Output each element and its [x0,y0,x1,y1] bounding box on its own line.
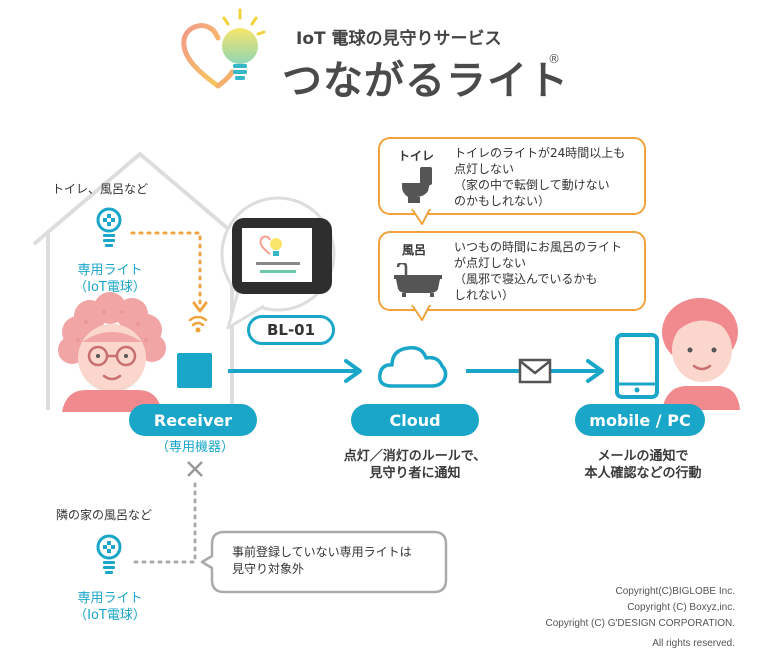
callout-tail-icon [411,208,431,225]
callout-tail-icon [411,304,431,321]
mobile-caption-2: 本人確認などの行動 [584,466,702,481]
bath-alert-line: いつもの時間にお風呂のライト [454,240,623,254]
mobile-caption-1: メールの通知で [597,449,689,464]
note-line-2: 見守り対象外 [232,562,305,576]
toilet-alert-line: のかもしれない） [454,194,551,208]
toilet-alert-label: トイレ [398,149,435,163]
house-light-label-2: （IoT電球） [74,280,146,295]
copyright-line: Copyright (C) G'DESIGN CORPORATION. [545,618,735,629]
receiver-device [177,353,212,388]
signal-icon [188,316,208,333]
note-bubble [200,530,448,594]
note-text: 事前登録していない専用ライトは 見守り対象外 [232,544,412,578]
mail-icon [518,358,552,384]
copyright-line: Copyright(C)BIGLOBE Inc. [615,586,735,597]
logo-bulb-heart-icon [181,8,266,89]
copyright-line: Copyright (C) Boxyz,inc. [627,602,735,613]
note-line-1: 事前登録していない専用ライトは [232,545,412,559]
house-light-label: 専用ライト （IoT電球） [62,262,158,296]
mobile-caption: メールの通知で 本人確認などの行動 [548,448,738,482]
device-speech-bubble [220,196,336,330]
device-name: BL-01 [266,321,316,339]
receiver-label: Receiver [129,404,257,436]
iot-bulb-icon [96,207,122,247]
copyright-line: All rights reserved. [652,638,735,649]
bath-alert-line: しれない） [454,288,515,302]
toilet-alert-callout: トイレ トイレのライトが24時間以上も 点灯しない （家の中で転倒して動けない … [378,137,646,215]
cloud-label: Cloud [351,404,479,436]
cloud-caption: 点灯／消灯のルールで、 見守り者に通知 [320,448,510,482]
bath-alert-label: 風呂 [402,243,427,257]
cloud-icon [378,345,448,388]
house-location-label: トイレ、風呂など [52,182,149,196]
neighbor-light-label-1: 専用ライト [77,591,143,606]
house-light-label-1: 専用ライト [77,263,143,278]
receiver-sublabel: （専用機器） [155,440,234,455]
mobile-label: mobile / PC [575,404,705,436]
cloud-caption-1: 点灯／消灯のルールで、 [343,449,487,464]
header-title: つながるライト [282,58,569,104]
toilet-alert-line: （家の中で転倒して動けない [454,178,610,192]
watcher-person-icon [662,298,740,410]
bathtub-icon [394,263,442,297]
elderly-person-icon [58,292,166,412]
registered-mark: ® [548,52,560,66]
bath-alert-text: いつもの時間にお風呂のライト が点灯しない （風邪で寝込んでいるかも しれない） [454,239,622,303]
dotted-connection-line [130,231,208,313]
neighbor-light-label-2: （IoT電球） [74,608,146,623]
bath-alert-line: が点灯しない [454,256,527,270]
device-name-box: BL-01 [247,315,335,345]
neighbor-dotted-line [130,482,197,564]
toilet-alert-text: トイレのライトが24時間以上も 点灯しない （家の中で転倒して動けない のかもし… [454,145,625,209]
bath-alert-line: （風邪で寝込んでいるかも [454,272,598,286]
iot-bulb-icon [96,534,122,574]
cloud-caption-2: 見守り者に通知 [369,466,461,481]
smartphone-icon [615,333,659,399]
neighbor-location-label: 隣の家の風呂など [56,508,153,522]
bath-alert-callout: 風呂 いつもの時間にお風呂のライト が点灯しない （風邪で寝込んでいるかも しれ… [378,231,646,311]
arrow-receiver-to-cloud [228,359,362,383]
header-subtitle: IoT 電球の見守りサービス [296,29,502,49]
neighbor-light-label: 専用ライト （IoT電球） [62,590,158,624]
toilet-icon [402,167,432,203]
blocked-x-icon [187,461,203,477]
toilet-alert-line: 点灯しない [454,162,515,176]
toilet-alert-line: トイレのライトが24時間以上も [454,146,626,160]
